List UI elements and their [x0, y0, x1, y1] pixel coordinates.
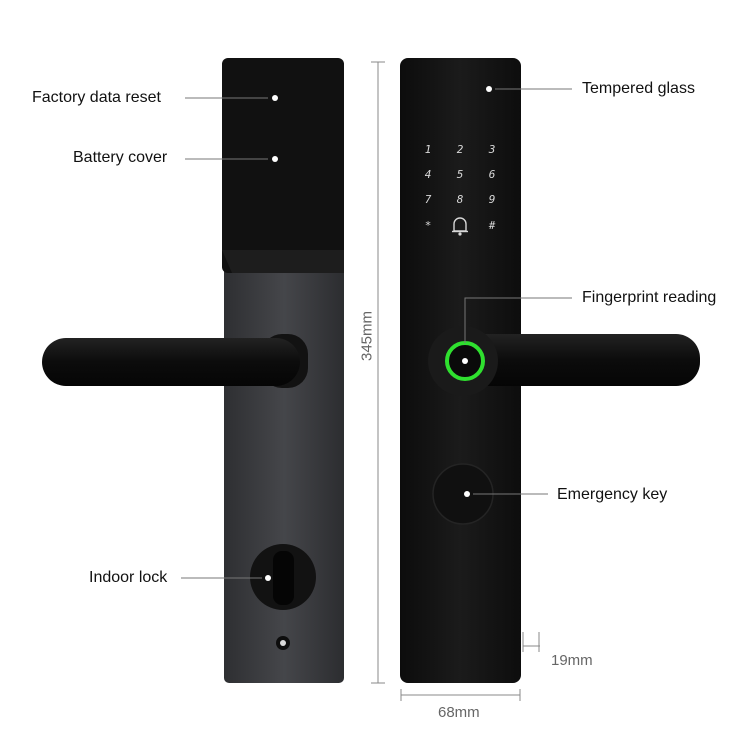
callout-emergency-key: Emergency key: [557, 486, 668, 503]
keypad-key-4[interactable]: 4: [424, 168, 432, 181]
battery-cover-lip: [222, 250, 344, 273]
keypad-key-7[interactable]: 7: [424, 193, 432, 206]
battery-cover-dot: [272, 156, 278, 162]
outdoor-unit: [400, 58, 700, 683]
callout-battery-cover: Battery cover: [73, 149, 168, 166]
dimension-depth-label: 19mm: [551, 652, 593, 669]
leader-lines: [181, 88, 572, 579]
dimension-width-label: 68mm: [438, 704, 480, 721]
keypad-key-3[interactable]: 3: [488, 143, 496, 156]
keypad-key-9[interactable]: 9: [488, 193, 496, 206]
fingerprint-dot: [462, 358, 468, 364]
outdoor-handle: [430, 334, 700, 386]
dimension-lines: [371, 61, 540, 701]
indoor-handle: [42, 338, 300, 386]
indoor-lock-thumbturn: [273, 551, 294, 605]
indoor-unit: [42, 58, 344, 683]
tempered-glass-dot: [486, 86, 492, 92]
keypad-key-5[interactable]: 5: [456, 168, 464, 181]
keypad-key-6[interactable]: 6: [488, 168, 496, 181]
indoor-screw-head: [280, 640, 286, 646]
indoor-back-plate: [224, 255, 344, 683]
factory-reset-dot: [272, 95, 278, 101]
callout-indoor-lock: Indoor lock: [89, 569, 168, 586]
callout-tempered-glass: Tempered glass: [582, 80, 695, 97]
keypad-key-hash[interactable]: #: [488, 219, 496, 232]
callout-factory-reset: Factory data reset: [32, 89, 161, 106]
emergency-key-dot: [464, 491, 470, 497]
indoor-lock-dot: [265, 575, 271, 581]
keypad-key-2[interactable]: 2: [456, 143, 464, 156]
dimension-height-label: 345mm: [358, 310, 376, 362]
keypad-key-star[interactable]: *: [424, 219, 432, 232]
keypad-key-8[interactable]: 8: [456, 193, 464, 206]
callout-fingerprint: Fingerprint reading: [582, 289, 717, 306]
battery-cover-housing: [222, 58, 344, 273]
bell-icon[interactable]: [452, 217, 468, 236]
keypad-key-1[interactable]: 1: [424, 143, 432, 156]
